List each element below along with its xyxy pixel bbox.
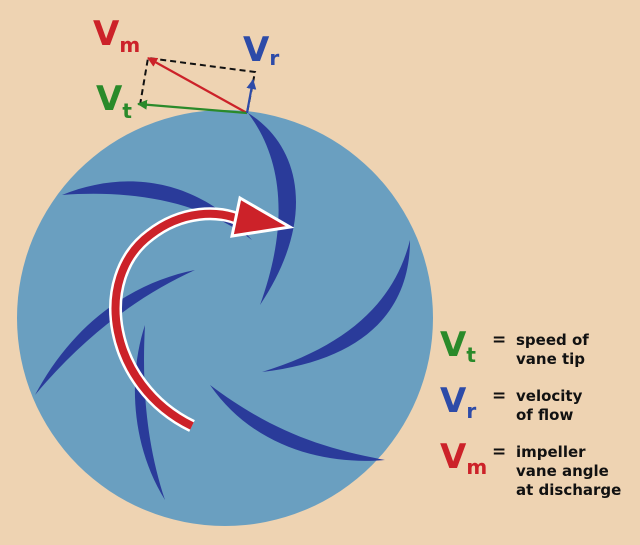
velocity-vectors xyxy=(137,56,257,115)
vm-label: Vm xyxy=(93,14,140,57)
vt-arrow xyxy=(137,99,248,115)
vane-1 xyxy=(248,113,297,305)
legend-symbol-vm: Vm xyxy=(440,437,488,479)
rotation-arrow xyxy=(109,195,295,432)
vane-4 xyxy=(134,325,165,500)
vr-arrow xyxy=(245,79,257,114)
vm-arrow xyxy=(147,57,248,114)
legend-symbol-vr: Vr xyxy=(440,381,477,423)
legend-symbol-vt: Vt xyxy=(440,325,476,367)
dashed-parallelogram xyxy=(139,56,257,114)
vane-2 xyxy=(262,240,410,372)
vr-label: Vr xyxy=(243,30,279,70)
legend-equals: = xyxy=(492,386,507,406)
vane-3 xyxy=(210,385,385,461)
impeller-disc xyxy=(17,110,433,526)
legend-equals: = xyxy=(492,442,507,462)
rotation-arrow-head xyxy=(230,195,295,238)
legend-equals: = xyxy=(492,330,507,350)
vt-label: Vt xyxy=(96,79,132,123)
